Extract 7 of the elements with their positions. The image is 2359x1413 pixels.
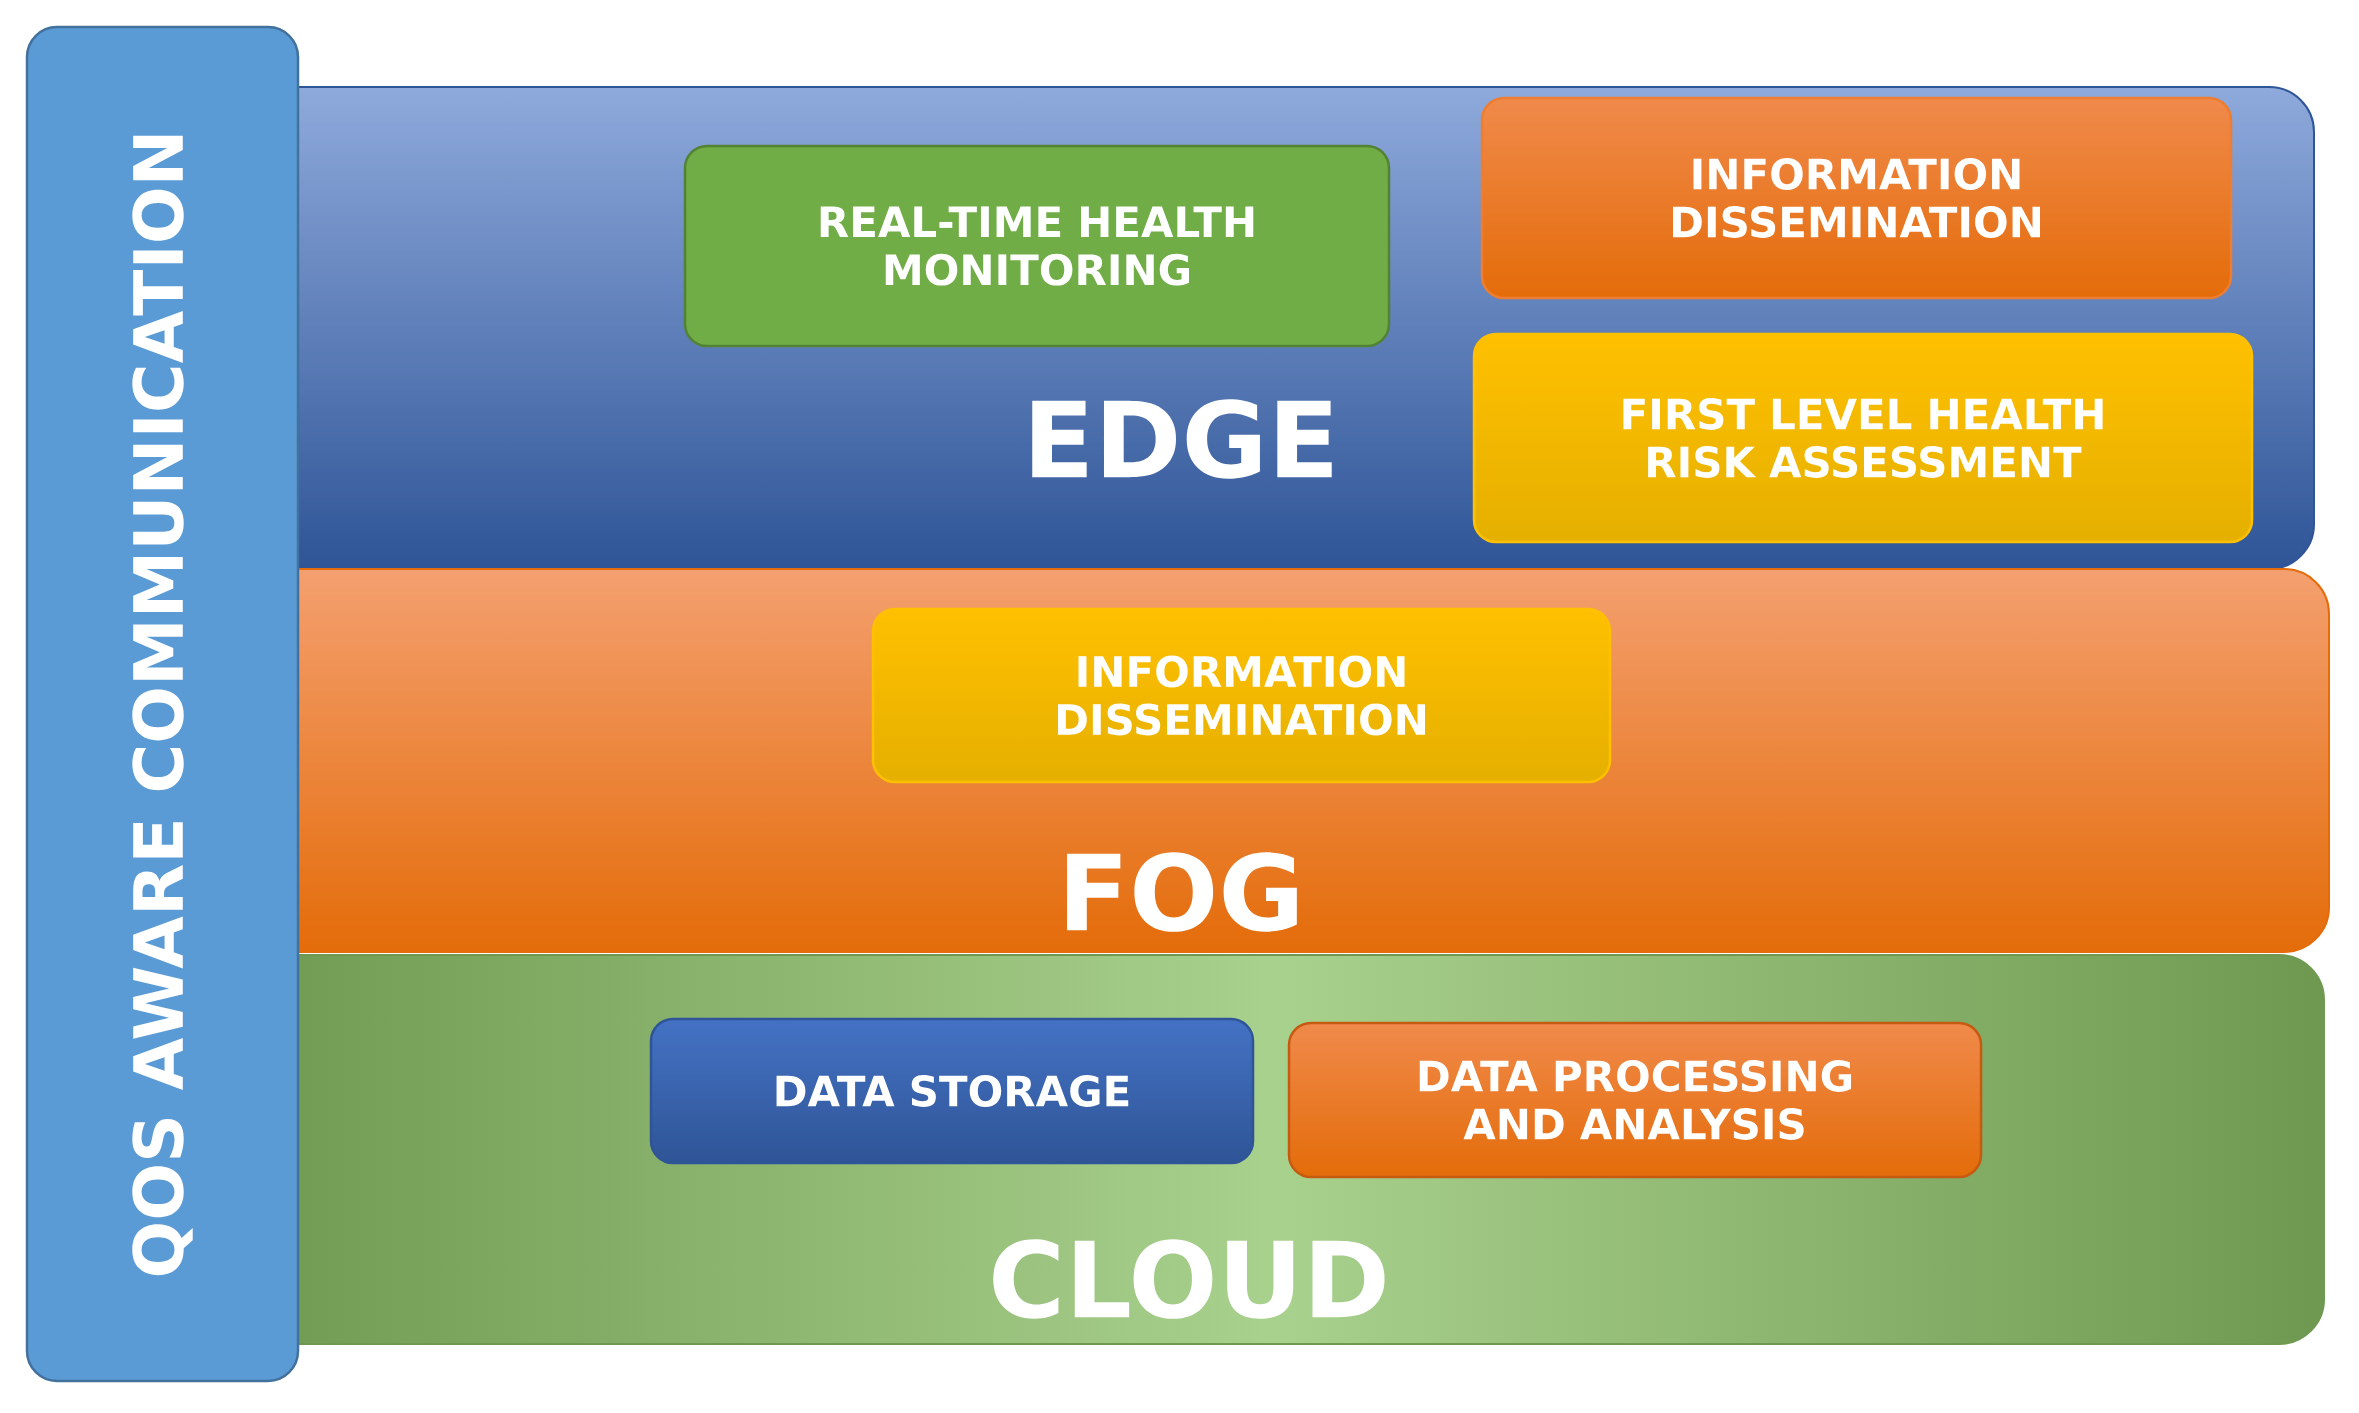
function-box: DATA STORAGE	[649, 1017, 1255, 1165]
function-box: INFORMATION DISSEMINATION	[1480, 96, 2233, 300]
function-box: FIRST LEVEL HEALTH RISK ASSESSMENT	[1472, 332, 2254, 544]
function-box: DATA PROCESSING AND ANALYSIS	[1287, 1021, 1983, 1179]
function-box: REAL-TIME HEALTH MONITORING	[683, 144, 1391, 348]
vertical-banner: QOS AWARE COMMUNICATION	[25, 25, 300, 1383]
function-box: INFORMATION DISSEMINATION	[871, 607, 1612, 784]
